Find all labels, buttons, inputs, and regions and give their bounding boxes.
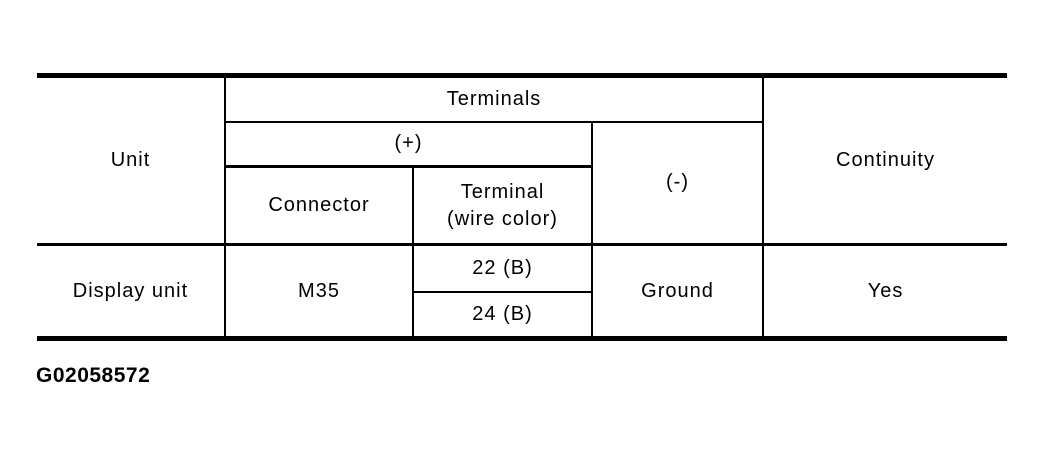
figure-id-label: G02058572: [36, 364, 151, 387]
minus-value-cell: Ground: [592, 243, 765, 339]
unit-header-cell: Unit: [37, 75, 226, 245]
terminal-value-cell-24: 24 (B): [412, 291, 593, 339]
header-row-subcolumns: Connector Terminal (wire color): [37, 166, 1007, 245]
continuity-spec-table: Unit Terminals Continuity (+) (-) Connec…: [37, 73, 1008, 341]
terminals-header-cell: Terminals: [225, 75, 764, 123]
header-row-terminals: Unit Terminals Continuity: [37, 75, 1008, 245]
data-row-terminal-22: Display unit M35 22 (B) Ground Yes: [37, 243, 1008, 339]
connector-value-cell: M35: [224, 243, 414, 339]
header-row-polarity: (+) (-): [37, 121, 1007, 245]
continuity-header-cell: Continuity: [762, 75, 1008, 245]
connector-header-cell: Connector: [225, 166, 414, 245]
continuity-value-cell: Yes: [763, 243, 1008, 339]
terminal-wire-color-header-cell: Terminal (wire color): [447, 180, 558, 230]
minus-header-cell: (-): [590, 121, 765, 245]
terminal-value-cell-22: 22 (B): [413, 243, 593, 293]
plus-header-cell: (+): [225, 121, 592, 168]
data-row-terminal-24: 24 (B): [37, 291, 1007, 339]
unit-value-cell: Display unit: [37, 243, 225, 339]
